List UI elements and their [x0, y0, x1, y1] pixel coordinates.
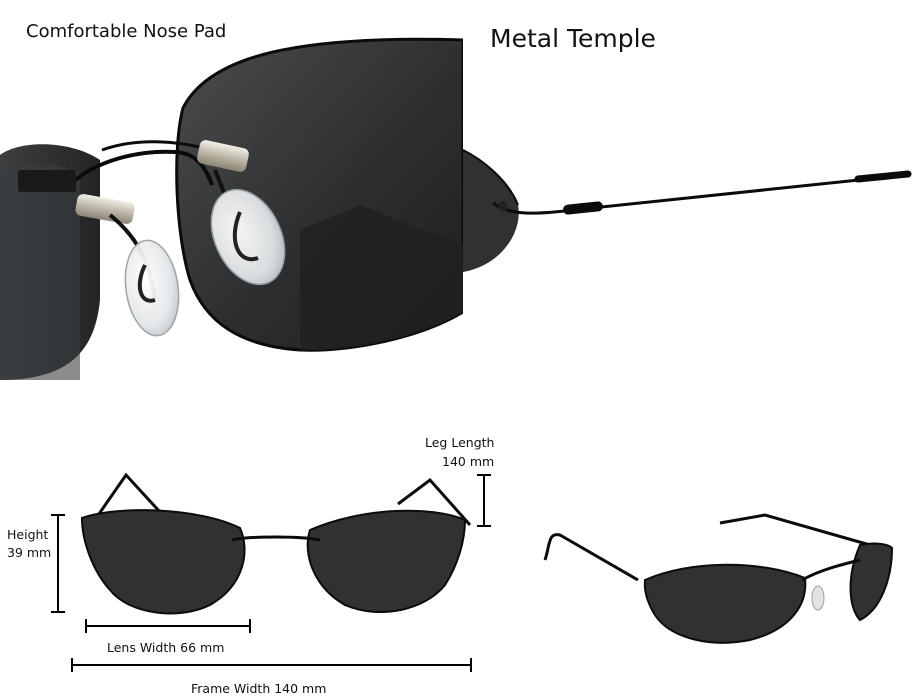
height-value: 39 mm — [7, 545, 52, 560]
height-label: Height — [7, 527, 49, 542]
angled-view-photo — [520, 420, 915, 699]
nose-pad-caption: Comfortable Nose Pad — [26, 21, 227, 42]
nose-pad-closeup-photo: Comfortable Nose Pad — [0, 0, 463, 382]
lens-width-label: Lens Width 66 mm — [107, 640, 225, 655]
frame-width-label: Frame Width 140 mm — [191, 681, 327, 696]
metal-temple-caption: Metal Temple — [490, 24, 656, 53]
leg-length-label: Leg Length — [425, 435, 495, 450]
leg-length-value: 140 mm — [442, 454, 495, 469]
metal-temple-closeup-photo: Metal Temple — [463, 0, 915, 382]
front-view-dimension-photo: Height 39 mm Leg Length 140 mm Lens Widt… — [0, 420, 520, 699]
